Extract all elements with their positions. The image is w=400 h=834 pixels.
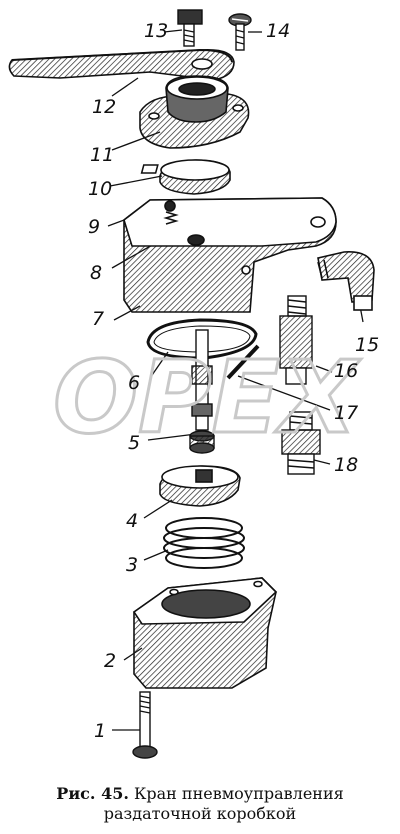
part-17-pin (226, 344, 260, 380)
callout-4: 4 (126, 510, 139, 532)
part-9-ball (164, 200, 176, 212)
part-14-screw (228, 13, 252, 51)
callout-15: 15 (355, 334, 380, 356)
part-1-long-bolt (132, 691, 158, 759)
part-2-flange-base (132, 577, 278, 689)
caption-title-line-2: раздаточной коробкой (103, 804, 297, 823)
part-13-bolt (177, 9, 203, 47)
callout-5: 5 (128, 432, 141, 454)
callout-1: 1 (94, 720, 107, 742)
watermark-logo: OPEX (52, 340, 364, 455)
caption-figure-number: Рис. 45. (56, 784, 129, 803)
callout-6: 6 (128, 372, 141, 394)
callout-7: 7 (92, 308, 105, 330)
part-18-fitting (281, 411, 321, 475)
part-16-nipple (279, 295, 313, 385)
figure-caption: Рис. 45. Кран пневмоуправления раздаточн… (0, 784, 400, 824)
callout-12: 12 (92, 96, 117, 118)
callout-11: 11 (90, 144, 115, 166)
part-12-handle-lever (8, 48, 235, 81)
callout-18: 18 (334, 454, 359, 476)
caption-title-line-1: Кран пневмоуправления (134, 784, 344, 803)
part-8-spring (163, 211, 179, 225)
part-11-cover (139, 75, 250, 149)
callout-2: 2 (104, 650, 117, 672)
part-5-valve (189, 415, 215, 454)
caption-line-1: Рис. 45. Кран пневмоуправления (0, 784, 400, 804)
callout-3: 3 (126, 554, 139, 576)
part-4-seat-disc (159, 465, 241, 507)
callout-16: 16 (334, 360, 359, 382)
part-7-body (123, 197, 337, 313)
callout-17: 17 (334, 402, 359, 424)
callout-13: 13 (144, 20, 169, 42)
part-15-elbow-fitting (317, 251, 375, 311)
part-3-spring (163, 517, 245, 569)
callout-14: 14 (266, 20, 291, 42)
callout-8: 8 (90, 262, 103, 284)
callout-9: 9 (88, 216, 101, 238)
part-6-gasket (146, 318, 258, 360)
callout-10: 10 (88, 178, 113, 200)
svg-text:OPEX: OPEX (53, 340, 362, 455)
part-10-cam-disc (140, 159, 231, 195)
